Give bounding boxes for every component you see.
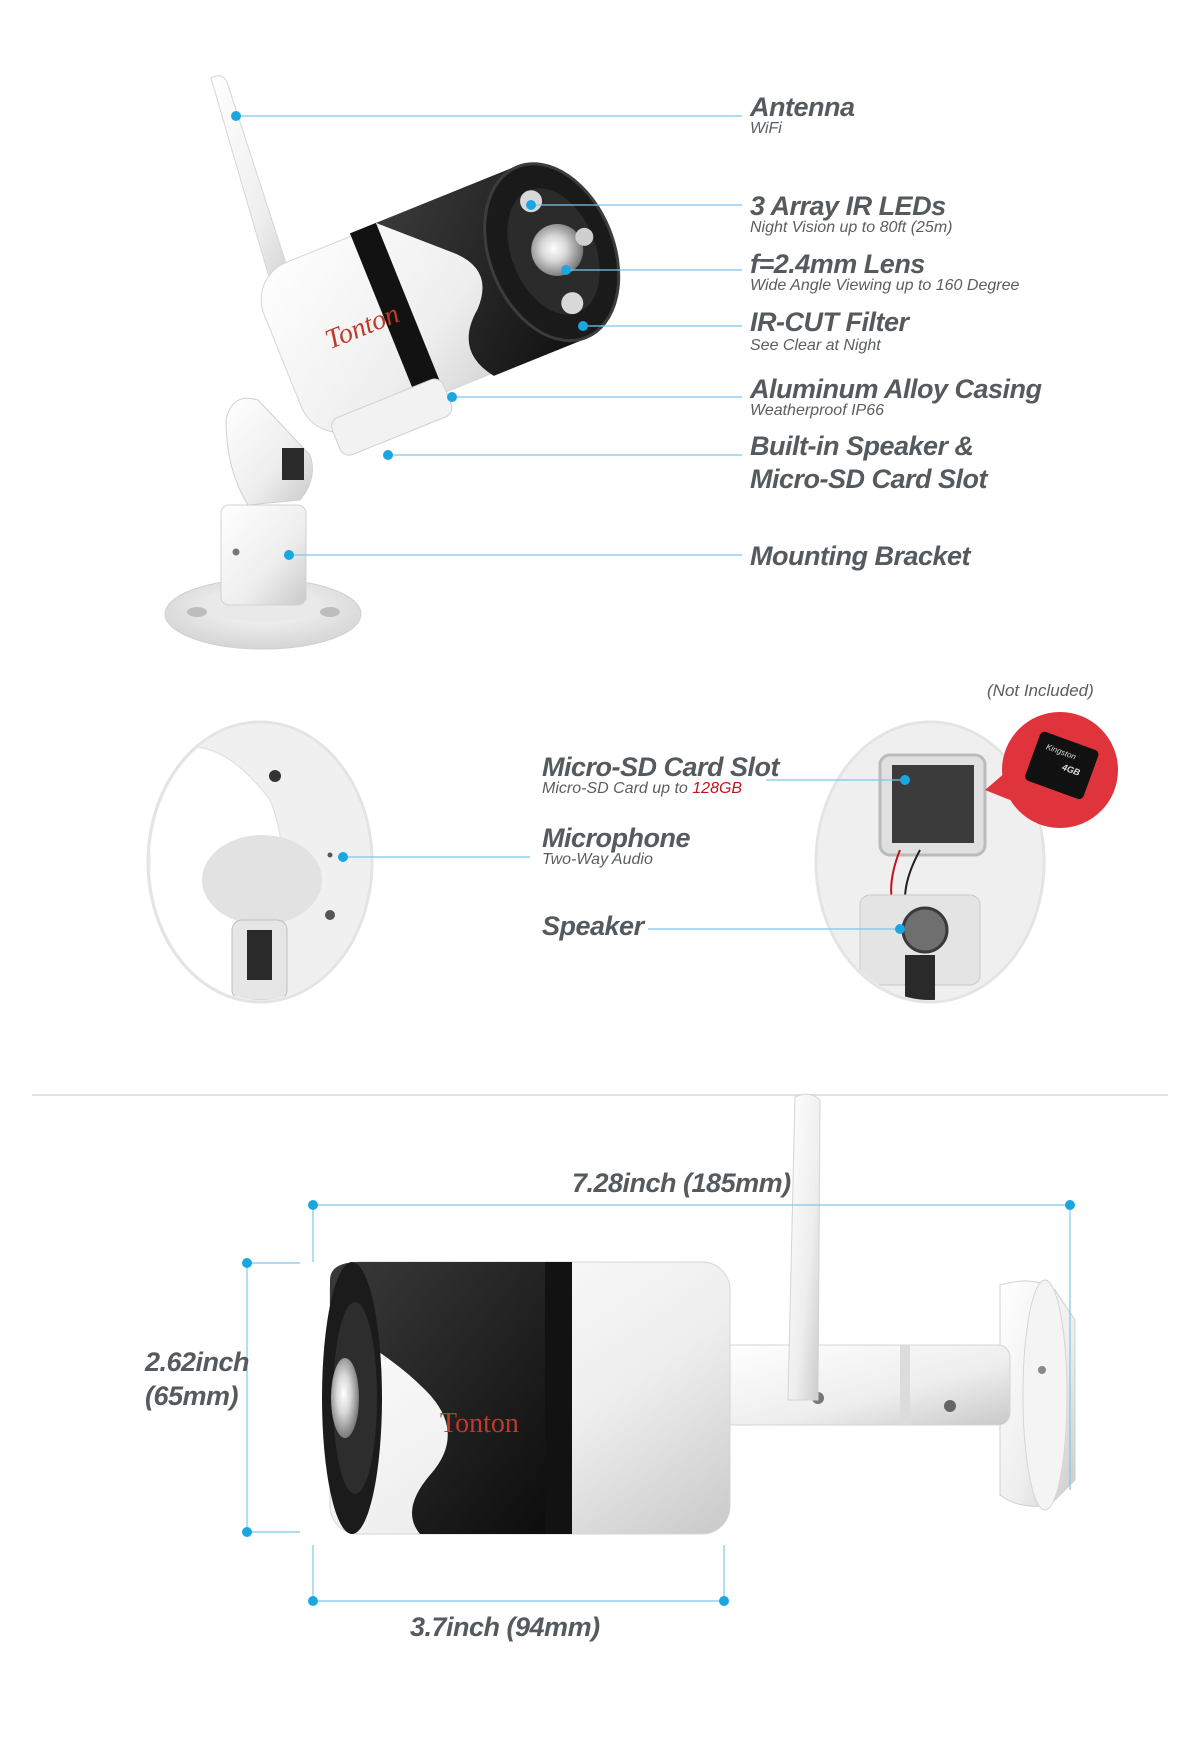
feature-antenna-subtitle: WiFi — [750, 120, 782, 137]
feature-speaker-sd-title: Built-in Speaker & — [750, 431, 974, 461]
dimension-length: 7.28inch (185mm) — [572, 1168, 791, 1198]
feature-lens: f=2.4mm Lens Wide Angle Viewing up to 16… — [750, 250, 1019, 294]
detail-speaker-title: Speaker — [542, 911, 644, 941]
feature-ir-leds: 3 Array IR LEDs Night Vision up to 80ft … — [750, 192, 952, 236]
feature-ir-leds-title: 3 Array IR LEDs — [750, 191, 946, 221]
feature-lens-title: f=2.4mm Lens — [750, 249, 925, 279]
detail-sd-slot-capacity: 128GB — [692, 780, 743, 797]
detail-sd-slot: Micro-SD Card Slot Micro-SD Card up to 1… — [542, 752, 780, 797]
feature-lens-subtitle: Wide Angle Viewing up to 160 Degree — [750, 277, 1020, 294]
dimension-height: 2.62inch (65mm) — [145, 1345, 250, 1413]
feature-casing-title: Aluminum Alloy Casing — [750, 374, 1042, 404]
feature-antenna-title: Antenna — [750, 92, 855, 122]
feature-speaker-sd-title-line2: Micro-SD Card Slot — [750, 464, 988, 494]
dimension-height-line2: (65mm) — [145, 1381, 239, 1411]
detail-sd-slot-subtitle: Micro-SD Card up to 128GB — [542, 781, 779, 797]
dimension-height-line1: 2.62inch — [145, 1347, 250, 1377]
feature-casing: Aluminum Alloy Casing Weatherproof IP66 — [750, 375, 1042, 419]
detail-microphone-subtitle: Two-Way Audio — [542, 851, 653, 868]
feature-antenna: Antenna WiFi — [750, 93, 855, 137]
detail-microphone: Microphone Two-Way Audio — [542, 823, 691, 868]
detail-sd-slot-subtitle-prefix: Micro-SD Card up to — [542, 780, 693, 797]
dimension-depth: 3.7inch (94mm) — [410, 1612, 600, 1642]
feature-speaker-sd: Built-in Speaker & Micro-SD Card Slot — [750, 430, 988, 496]
detail-microphone-title: Microphone — [542, 823, 691, 853]
detail-sd-slot-title: Micro-SD Card Slot — [542, 752, 780, 782]
brand-logo-side: Tonton — [440, 1408, 519, 1439]
feature-ir-cut-subtitle: See Clear at Night — [750, 337, 881, 354]
not-included-note: (Not Included) — [987, 681, 1094, 700]
feature-ir-leds-subtitle: Night Vision up to 80ft (25m) — [750, 219, 953, 236]
feature-ir-cut-title: IR-CUT Filter — [750, 307, 909, 337]
feature-casing-subtitle: Weatherproof IP66 — [750, 402, 885, 419]
feature-bracket-title: Mounting Bracket — [750, 541, 971, 571]
feature-bracket: Mounting Bracket — [750, 541, 971, 571]
feature-ir-cut: IR-CUT Filter See Clear at Night — [750, 307, 909, 355]
